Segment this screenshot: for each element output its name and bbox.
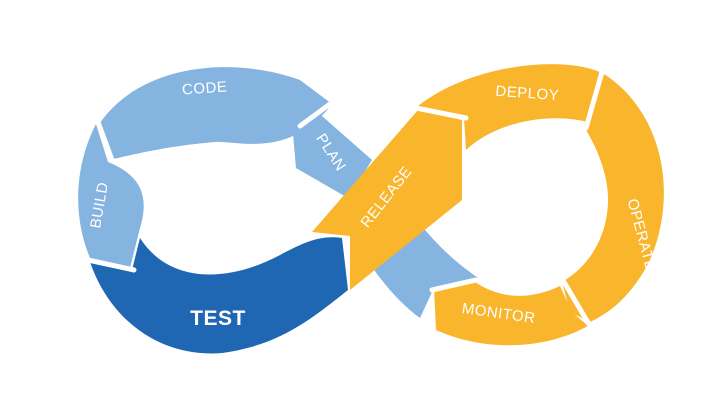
segment-monitor bbox=[434, 280, 588, 346]
label-test: TEST bbox=[190, 307, 246, 330]
segment-operate bbox=[562, 74, 664, 322]
segment-separators bbox=[85, 69, 605, 329]
segment-deploy bbox=[418, 64, 600, 150]
label-code: CODE bbox=[181, 78, 227, 98]
segment-release bbox=[312, 110, 462, 290]
segment-plan bbox=[292, 116, 372, 198]
segment-test bbox=[90, 237, 348, 354]
segment-code bbox=[100, 67, 332, 160]
label-deploy: DEPLOY bbox=[495, 83, 560, 104]
segment-build bbox=[78, 124, 144, 268]
